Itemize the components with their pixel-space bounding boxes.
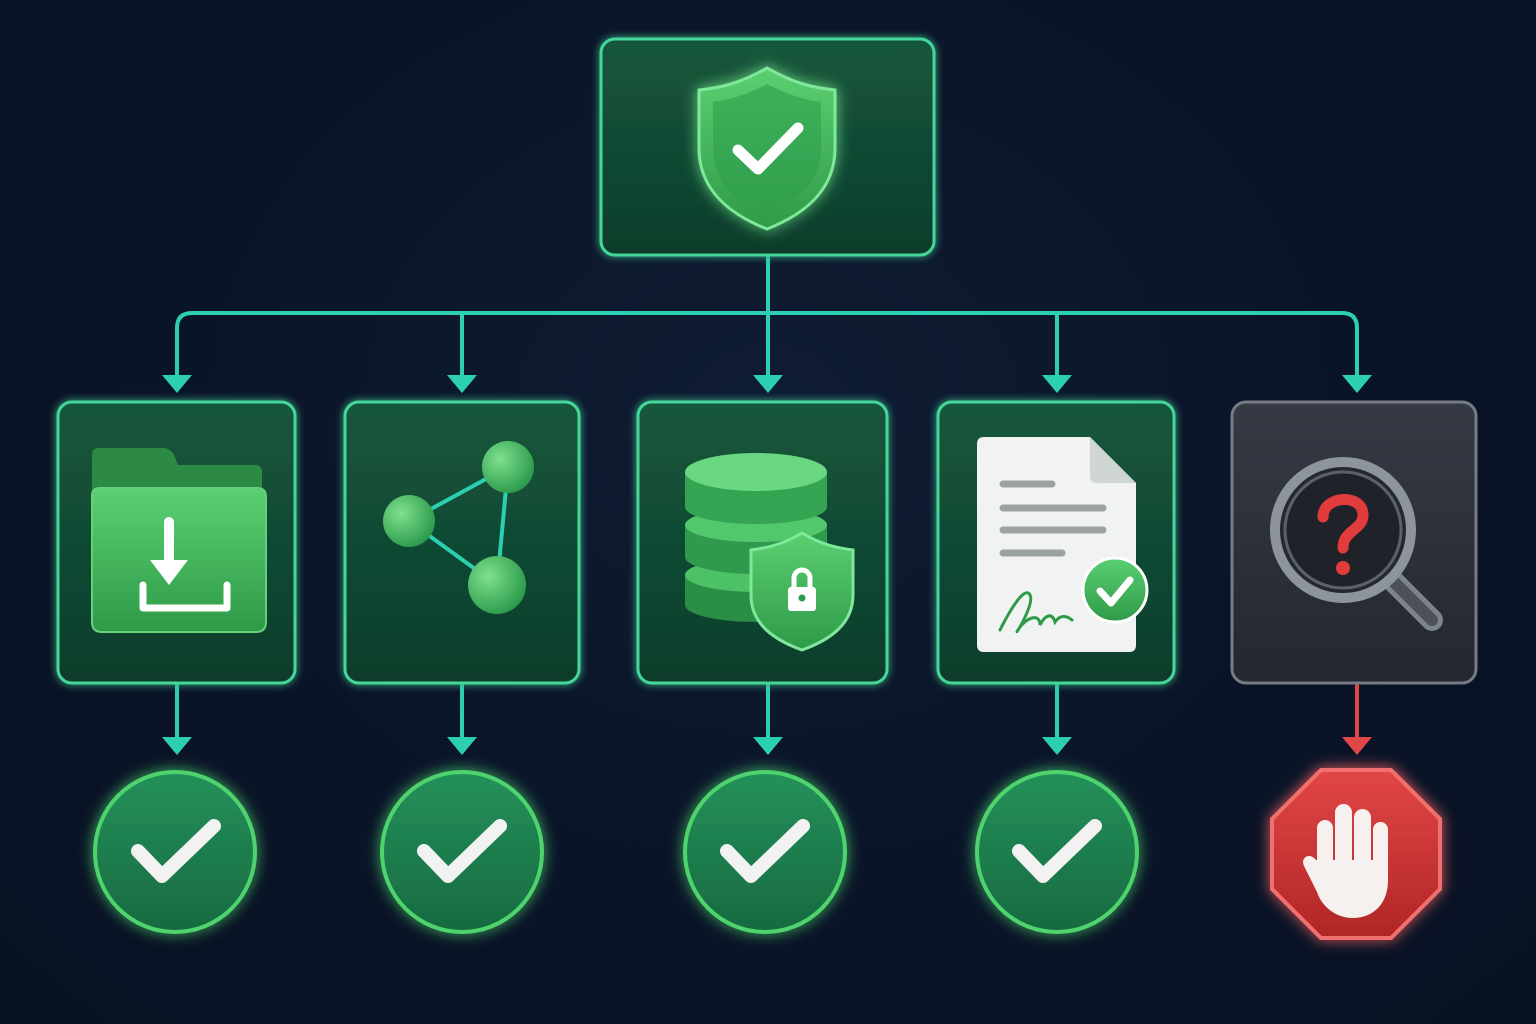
branch-node-2[interactable]	[343, 400, 581, 685]
database-lock-icon	[685, 453, 855, 652]
check-circle-icon	[683, 770, 847, 934]
arrowheads	[162, 375, 1372, 755]
arrowhead-outcome-4	[1042, 737, 1072, 755]
outcome-4	[975, 770, 1139, 934]
branch-node-3[interactable]	[636, 400, 889, 685]
folder-download-icon	[91, 448, 267, 633]
outcome-1	[93, 770, 257, 934]
arrowhead-outcome-2	[447, 737, 477, 755]
outcome-5-blocked	[1270, 768, 1442, 940]
network-nodes-icon	[383, 441, 534, 614]
shield-check-icon	[697, 66, 837, 231]
check-mark	[417, 819, 507, 883]
branch-bus-line	[175, 311, 1359, 380]
check-mark	[1012, 819, 1102, 883]
stop-hand-icon	[1303, 804, 1388, 918]
branch-node-5[interactable]	[1230, 400, 1478, 685]
check-circle-icon	[93, 770, 257, 934]
arrowhead-branch-3	[753, 375, 783, 393]
arrowhead-branch-1	[162, 375, 192, 393]
branch-panel-2	[343, 400, 581, 685]
branch-node-4[interactable]	[936, 400, 1176, 685]
root-node[interactable]	[599, 37, 936, 257]
arrowhead-outcome-3	[753, 737, 783, 755]
branch-node-1[interactable]	[56, 400, 297, 685]
check-circle-icon	[975, 770, 1139, 934]
check-circle-icon	[380, 770, 544, 934]
arrowhead-outcome-5-blocked	[1342, 737, 1372, 755]
arrowhead-branch-4	[1042, 375, 1072, 393]
outcome-2	[380, 770, 544, 934]
check-mark	[720, 819, 810, 883]
outcome-3	[683, 770, 847, 934]
check-mark	[131, 819, 221, 883]
arrowhead-branch-5	[1342, 375, 1372, 393]
connectors	[175, 254, 1359, 742]
arrowhead-branch-2	[447, 375, 477, 393]
arrowhead-outcome-1	[162, 737, 192, 755]
signed-document-icon	[977, 437, 1149, 652]
magnifier-question-icon	[1270, 457, 1443, 631]
